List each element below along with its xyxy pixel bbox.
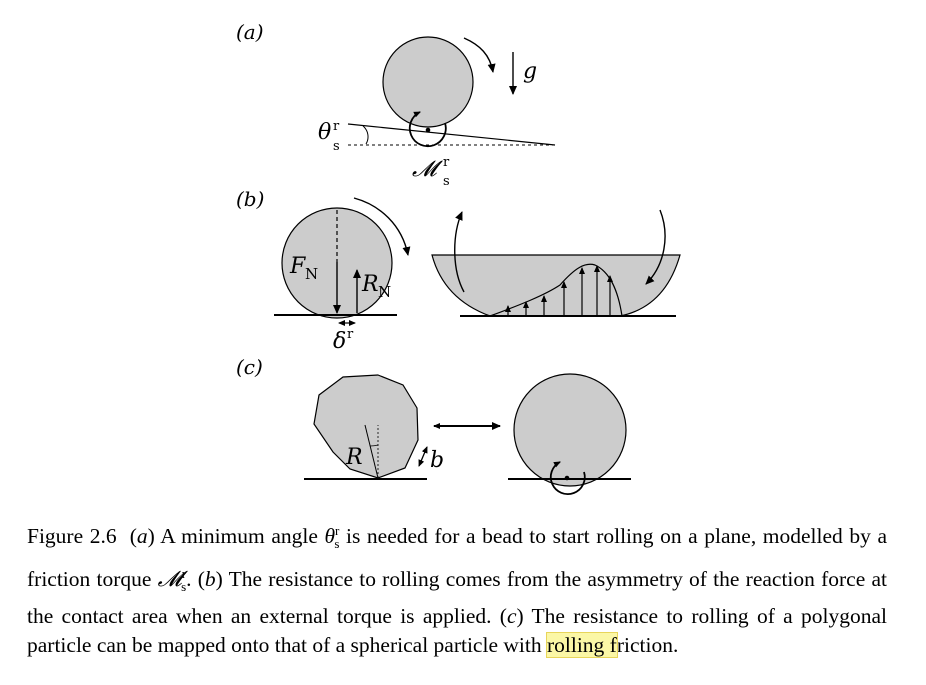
panel-a-drawing: g θ r s 𝓜 r s xyxy=(318,36,556,189)
rolling-friction-torque-arrow xyxy=(549,461,586,495)
spherical-particle xyxy=(513,373,627,487)
angle-sub: s xyxy=(333,139,340,154)
radius-line xyxy=(364,424,379,479)
caption-part-c: c xyxy=(506,603,517,628)
caption-torque: 𝓜rs xyxy=(157,565,187,595)
bead-on-incline xyxy=(382,36,474,128)
panel-b-drawing: F N R N δ r xyxy=(274,197,681,354)
figure-caption: Figure 2.6 (a) A minimum angle θrs is ne… xyxy=(27,523,887,659)
panel-label-b: (b) xyxy=(236,187,265,211)
highlighted-text[interactable]: rolling f xyxy=(545,632,618,659)
angle-label: θ xyxy=(318,120,331,145)
friction-torque-arrow xyxy=(408,111,447,148)
caption-text: ) The resistance to rolling comes from t… xyxy=(27,567,887,628)
contact-point xyxy=(425,127,431,133)
rotation-arrow-contact-left xyxy=(454,211,465,293)
panel-label-c: (c) xyxy=(236,355,263,379)
caption-text: is needed for a bead to start rolling on… xyxy=(27,524,887,592)
normal-force-sub: N xyxy=(305,265,318,283)
torque-sup: r xyxy=(443,155,450,170)
offset-sup: r xyxy=(347,327,354,342)
inclined-plane xyxy=(347,123,556,146)
caption-text: riction. xyxy=(616,633,679,658)
figure: (a) (b) (c) g θ r s xyxy=(236,20,681,495)
reaction-force-sub: N xyxy=(378,283,391,301)
panel-c-drawing: R b xyxy=(304,373,631,495)
rotation-arrow-contact-right xyxy=(645,209,666,285)
polygonal-particle xyxy=(313,374,419,479)
caption-text: ) The resistance to rolling of a polygon… xyxy=(27,603,887,658)
contact-area-zoom xyxy=(431,254,681,317)
offset-label: δ xyxy=(333,329,346,354)
radius-angle-arc xyxy=(369,444,379,447)
caption-text: . ( xyxy=(186,567,205,592)
torque-label: 𝓜 xyxy=(412,157,443,182)
torque-sub: s xyxy=(443,174,450,189)
caption-part-a: a xyxy=(136,524,148,549)
normal-force-label: F xyxy=(289,254,306,279)
panel-label-a: (a) xyxy=(236,20,264,44)
gravity-label: g xyxy=(523,59,537,84)
figure-drawing: g θ r s 𝓜 r s F N R N δ r xyxy=(274,36,681,495)
rotation-arrow-b xyxy=(353,197,411,256)
side-length-arrow xyxy=(418,446,428,467)
caption-part-b: b xyxy=(204,567,216,592)
figure-number: Figure 2.6 xyxy=(27,524,117,549)
rotation-arrow-a xyxy=(463,37,496,73)
reaction-force-label: R xyxy=(361,272,379,297)
radius-label: R xyxy=(345,445,363,470)
angle-arc xyxy=(362,125,369,145)
side-label: b xyxy=(430,448,444,473)
caption-theta: θrs xyxy=(324,523,340,552)
angle-sup: r xyxy=(333,119,340,134)
contact-point-c xyxy=(564,475,570,481)
caption-text: A minimum angle xyxy=(154,524,325,549)
